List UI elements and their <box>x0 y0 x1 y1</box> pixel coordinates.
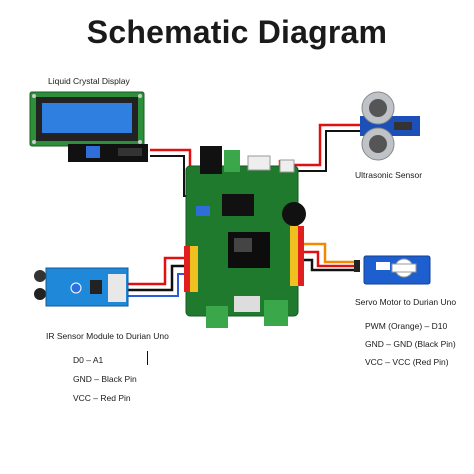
ir-pin-vcc: VCC – Red Pin <box>73 393 131 403</box>
lcd-label: Liquid Crystal Display <box>48 76 130 86</box>
durian-uno-board <box>184 146 306 328</box>
ir-pin-d0: D0 – A1 <box>73 355 104 365</box>
servo-motor <box>354 255 431 285</box>
right-pin-headers <box>290 226 304 286</box>
buzzer <box>282 202 306 226</box>
ir-black-wire <box>125 264 192 292</box>
diagram-title: Schematic Diagram <box>86 14 388 50</box>
servo-red-wire <box>300 250 355 268</box>
ultrasonic-black-wire <box>290 130 372 172</box>
ultrasonic-sensor <box>360 91 420 161</box>
ultrasonic-label: Ultrasonic Sensor <box>355 170 423 180</box>
left-pin-headers <box>184 246 198 292</box>
ir-red-wire <box>125 256 192 286</box>
lcd-module <box>29 91 148 162</box>
ir-label: IR Sensor Module to Durian Uno <box>46 331 169 341</box>
bottom-terminal-left <box>206 306 228 328</box>
servo-black-wire <box>300 258 355 272</box>
ir-pin-gnd: GND – Black Pin <box>73 374 137 384</box>
servo-orange-wire <box>300 242 355 264</box>
ir-sensor-module <box>34 267 129 307</box>
lcd-screen <box>42 103 132 133</box>
servo-pin-pwm: PWM (Orange) – D10 <box>365 321 448 331</box>
servo-label: Servo Motor to Durian Uno <box>355 297 457 307</box>
power-jack <box>200 146 222 174</box>
servo-pin-vcc: VCC – VCC (Red Pin) <box>365 357 449 367</box>
bottom-terminal-right <box>264 300 288 326</box>
servo-pin-gnd: GND – GND (Black Pin) <box>365 339 456 349</box>
text-cursor-mark <box>147 351 148 365</box>
